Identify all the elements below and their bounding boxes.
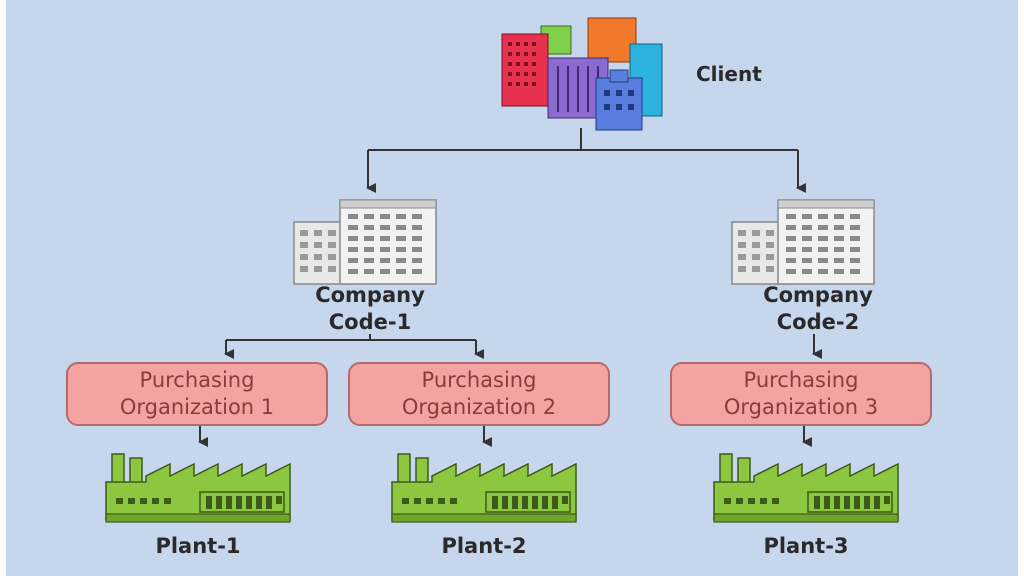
purchasing-org-2-line2: Organization 2 (401, 395, 557, 419)
client-connectors (366, 128, 806, 193)
company-code-2-building-icon (731, 199, 875, 285)
purchasing-org-3-line2: Organization 3 (723, 395, 879, 419)
company-code-2-line1: Company (763, 283, 873, 307)
plant-1-label: Plant-1 (155, 534, 241, 558)
company-code-1-line2: Code-1 (328, 310, 412, 334)
company-connectors (224, 334, 822, 359)
plant-2-factory-icon (391, 453, 577, 523)
diagram-graphics (105, 17, 899, 523)
purchasing-org-1-line1: Purchasing (139, 368, 255, 392)
company-code-1-label: Company Code-1 (270, 282, 470, 336)
purchasing-org-3-box: Purchasing Organization 3 (670, 362, 932, 426)
plant-3-label: Plant-3 (763, 534, 849, 558)
plant-3-factory-icon (713, 453, 899, 523)
org-structure-diagram: Client Company Code-1 Company Code-2 Pur… (6, 0, 1018, 576)
purchasing-org-2-box: Purchasing Organization 2 (348, 362, 610, 426)
client-label: Client (696, 62, 762, 86)
plant-2-label: Plant-2 (441, 534, 527, 558)
plant-1-factory-icon (105, 453, 291, 523)
purchasing-org-3-line1: Purchasing (743, 368, 859, 392)
purchasing-org-1-box: Purchasing Organization 1 (66, 362, 328, 426)
company-code-2-line2: Code-2 (776, 310, 860, 334)
company-code-2-label: Company Code-2 (718, 282, 918, 336)
purchasing-org-1-line2: Organization 1 (119, 395, 275, 419)
company-code-1-line1: Company (315, 283, 425, 307)
purchasing-org-2-line1: Purchasing (421, 368, 537, 392)
client-buildings-icon (501, 17, 663, 131)
plant-connectors (198, 426, 812, 447)
company-code-1-building-icon (293, 199, 437, 285)
